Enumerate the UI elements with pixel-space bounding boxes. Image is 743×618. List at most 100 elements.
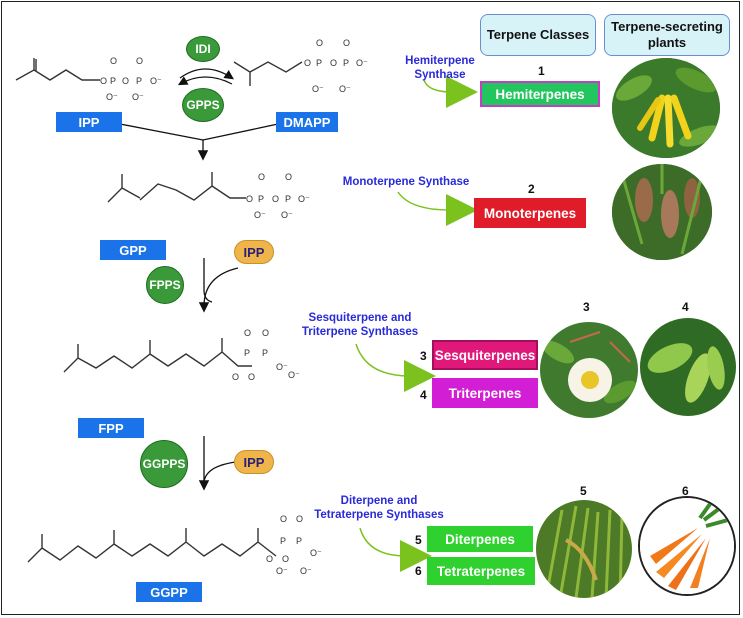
svg-text:O⁻: O⁻ <box>276 566 288 576</box>
header-terpene-plants: Terpene-secreting plants <box>604 14 730 56</box>
diterpene-synthase-label: Diterpene and Tetraterpene Synthases <box>312 494 446 522</box>
di-synth-line2: Tetraterpene Synthases <box>314 509 444 521</box>
hemi-synth-line1: Hemiterpene <box>405 55 475 67</box>
gpp-molecule <box>107 172 246 203</box>
svg-text:O: O <box>110 56 117 66</box>
rice-photo <box>536 500 632 598</box>
fpp-label: FPP <box>78 418 144 438</box>
rice-image <box>536 500 632 598</box>
gpp-label: GPP <box>100 240 166 260</box>
svg-text:O: O <box>296 514 303 524</box>
fpps-enzyme: FPPS <box>146 266 184 304</box>
svg-text:O: O <box>330 58 337 68</box>
class-number-1: 1 <box>538 64 545 78</box>
fpps-arrow <box>203 258 213 303</box>
svg-text:O⁻: O⁻ <box>254 210 266 220</box>
ggpp-molecule <box>27 528 277 563</box>
hemiterpene-synthase-label: Hemiterpene Synthase <box>402 54 478 82</box>
svg-text:O: O <box>262 328 269 338</box>
svg-text:O: O <box>258 172 265 182</box>
svg-text:P: P <box>343 58 349 68</box>
carrot-photo <box>638 496 736 596</box>
svg-text:P: P <box>110 76 116 86</box>
svg-text:O⁻: O⁻ <box>106 92 118 102</box>
pine-cone-photo <box>612 164 712 260</box>
class-number-2: 2 <box>528 182 535 196</box>
svg-text:O⁻: O⁻ <box>356 58 368 68</box>
svg-text:O: O <box>266 554 273 564</box>
tea-flower-photo <box>540 322 638 418</box>
svg-text:O: O <box>282 554 289 564</box>
sesq-synth-line2: Triterpene Synthases <box>301 326 419 338</box>
svg-text:P: P <box>136 76 142 86</box>
tea-flower-image <box>540 322 638 418</box>
idi-enzyme: IDI <box>186 36 220 62</box>
svg-text:P: P <box>244 348 250 358</box>
gpp-phosphates: O P O O⁻ O P O O⁻ O⁻ <box>246 172 310 220</box>
svg-text:O⁻: O⁻ <box>288 370 300 380</box>
svg-text:P: P <box>280 536 286 546</box>
soybean-photo <box>640 318 736 416</box>
idi-arrow-back <box>177 76 233 86</box>
ylang-ylang-photo <box>612 58 720 158</box>
svg-text:O: O <box>316 38 323 48</box>
class-number-4: 4 <box>420 388 427 402</box>
sesq-synth-line1: Sesquiterpene and <box>308 312 412 324</box>
svg-text:P: P <box>262 348 268 358</box>
svg-text:O: O <box>343 38 350 48</box>
photo-number-3: 3 <box>583 300 590 314</box>
svg-text:O⁻: O⁻ <box>132 92 144 102</box>
svg-text:O: O <box>244 328 251 338</box>
svg-text:O: O <box>280 514 287 524</box>
monoterpene-synthase-label: Monoterpene Synthase <box>342 176 470 188</box>
svg-text:O: O <box>304 58 311 68</box>
svg-text:O⁻: O⁻ <box>281 210 293 220</box>
svg-text:P: P <box>258 194 264 204</box>
pine-cone-image <box>612 164 712 260</box>
dmapp-phosphates: O P O O⁻ O P O O⁻ O⁻ <box>304 38 368 94</box>
svg-text:P: P <box>296 536 302 546</box>
fpp-molecule <box>63 338 252 373</box>
ipp-cofactor-fpps: IPP <box>234 240 274 264</box>
class-diterpenes: Diterpenes <box>427 526 533 552</box>
carrot-image <box>640 498 734 594</box>
svg-text:P: P <box>316 58 322 68</box>
ipp-cofactor-ggpps: IPP <box>234 450 274 474</box>
svg-text:O: O <box>100 76 107 86</box>
class-number-5: 5 <box>415 533 422 547</box>
sesq-curve <box>355 343 411 377</box>
mono-curve <box>397 191 451 211</box>
di-curve <box>359 527 407 557</box>
svg-text:O⁻: O⁻ <box>300 566 312 576</box>
class-tetraterpenes: Tetraterpenes <box>427 557 535 585</box>
gpps-enzyme: GPPS <box>182 88 224 122</box>
ggpp-phosphates: O P O O P O O⁻ O⁻ O⁻ <box>266 514 322 576</box>
hemi-synth-line2: Synthase <box>414 69 466 81</box>
svg-text:O: O <box>248 372 255 382</box>
photo-number-6: 6 <box>682 484 689 498</box>
class-triterpenes: Triterpenes <box>432 378 538 408</box>
ggpps-enzyme: GGPPS <box>140 440 188 488</box>
photo-number-5: 5 <box>580 484 587 498</box>
idi-arrow <box>179 68 234 80</box>
header-plants-line1: Terpene-secreting <box>611 19 723 34</box>
svg-text:O⁻: O⁻ <box>276 362 288 372</box>
ggpps-arrow-ipp <box>203 461 237 483</box>
svg-text:O: O <box>122 76 129 86</box>
dmapp-molecule <box>233 61 303 86</box>
ipp-molecule <box>15 58 100 81</box>
class-number-6: 6 <box>415 564 422 578</box>
class-monoterpenes: Monoterpenes <box>474 198 586 228</box>
ipp-phosphates: O P O O⁻ O P O O⁻ O⁻ <box>100 56 162 102</box>
svg-text:O: O <box>246 194 253 204</box>
svg-text:O: O <box>136 56 143 66</box>
ipp-label: IPP <box>56 112 122 132</box>
class-sesquiterpenes: Sesquiterpenes <box>432 340 538 370</box>
svg-text:O⁻: O⁻ <box>312 84 324 94</box>
class-number-3: 3 <box>420 349 427 363</box>
ylang-ylang-image <box>612 58 720 158</box>
dmapp-label: DMAPP <box>276 112 338 132</box>
photo-number-4: 4 <box>682 300 689 314</box>
fpp-phosphates: O P O O P O O⁻ O⁻ <box>232 328 300 382</box>
